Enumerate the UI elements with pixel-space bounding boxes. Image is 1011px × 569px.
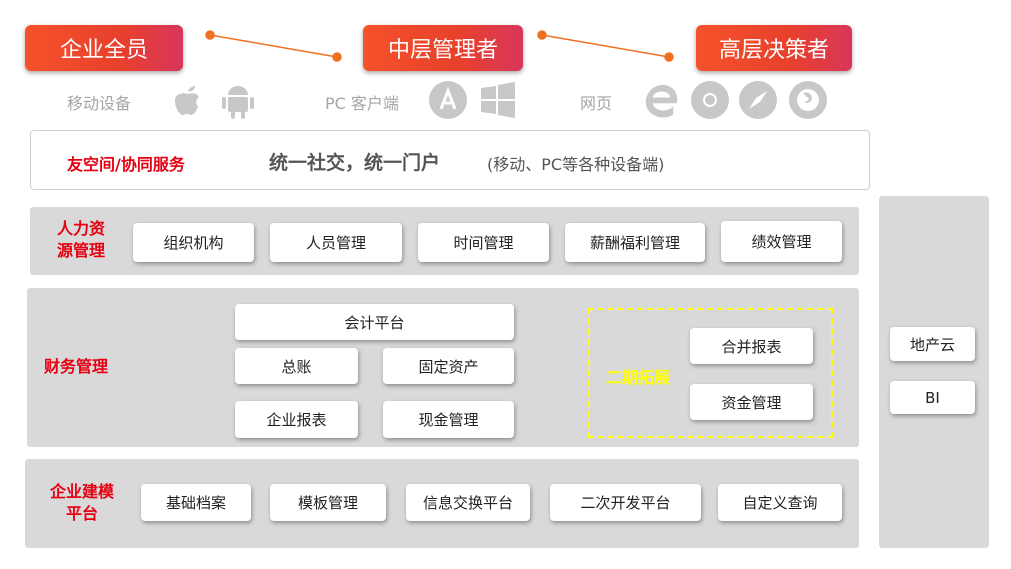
mod-secondary-dev[interactable]: 二次开发平台 [550, 484, 701, 521]
side-item-real-estate-cloud[interactable]: 地产云 [890, 327, 975, 361]
modeling-label: 企业建模平台 [40, 481, 124, 525]
app-store-icon [429, 81, 467, 119]
hr-org-structure[interactable]: 组织机构 [133, 223, 254, 262]
hr-time-mgmt[interactable]: 时间管理 [418, 223, 549, 262]
role-middle-managers: 中层管理者 [363, 25, 523, 71]
mod-custom-query[interactable]: 自定义查询 [718, 484, 842, 521]
hr-label-line1: 人力资 [56, 219, 105, 238]
collab-services-box: 友空间/协同服务 统一社交，统一门户 (移动、PC等各种设备端) [30, 130, 870, 190]
safari-icon [739, 81, 777, 119]
finance-label: 财务管理 [44, 357, 109, 376]
fin-general-ledger[interactable]: 总账 [235, 348, 358, 384]
collab-label: 友空间/协同服务 [67, 155, 185, 174]
firefox-icon [789, 81, 827, 119]
mobile-devices-label: 移动设备 [67, 94, 132, 113]
phase2-box [588, 308, 833, 438]
side-panel [879, 196, 989, 548]
hr-performance-mgmt[interactable]: 绩效管理 [721, 221, 842, 262]
ie-icon [645, 84, 678, 118]
pc-client-label: PC 客户端 [325, 94, 399, 113]
phase2-label: 二期拓展 [606, 368, 671, 387]
fin-consolidated-reports[interactable]: 合并报表 [690, 328, 813, 364]
hr-label-line2: 源管理 [56, 241, 105, 260]
fin-accounting-platform[interactable]: 会计平台 [235, 304, 514, 340]
fin-funds-mgmt[interactable]: 资金管理 [690, 384, 813, 420]
web-label: 网页 [580, 94, 613, 113]
fin-enterprise-reports[interactable]: 企业报表 [235, 401, 358, 438]
chrome-icon [691, 81, 729, 119]
modeling-label-line1: 企业建模 [49, 482, 114, 501]
hr-label: 人力资源管理 [44, 218, 118, 262]
role-all-staff: 企业全员 [25, 25, 183, 71]
mod-template-mgmt[interactable]: 模板管理 [270, 484, 386, 521]
fin-cash-mgmt[interactable]: 现金管理 [383, 401, 514, 438]
hr-personnel-mgmt[interactable]: 人员管理 [270, 223, 402, 262]
mod-info-exchange[interactable]: 信息交换平台 [406, 484, 530, 521]
fin-fixed-assets[interactable]: 固定资产 [383, 348, 514, 384]
hr-payroll-mgmt[interactable]: 薪酬福利管理 [565, 223, 705, 262]
windows-icon [481, 82, 515, 118]
mod-base-archives[interactable]: 基础档案 [141, 484, 251, 521]
android-icon [222, 86, 254, 119]
modeling-label-line2: 平台 [65, 504, 98, 523]
side-item-bi[interactable]: BI [890, 381, 975, 414]
collab-note: (移动、PC等各种设备端) [487, 155, 665, 174]
collab-title: 统一社交，统一门户 [269, 152, 441, 174]
apple-icon [175, 86, 199, 115]
connector-lines [205, 30, 674, 62]
role-senior-executives: 高层决策者 [696, 25, 852, 71]
